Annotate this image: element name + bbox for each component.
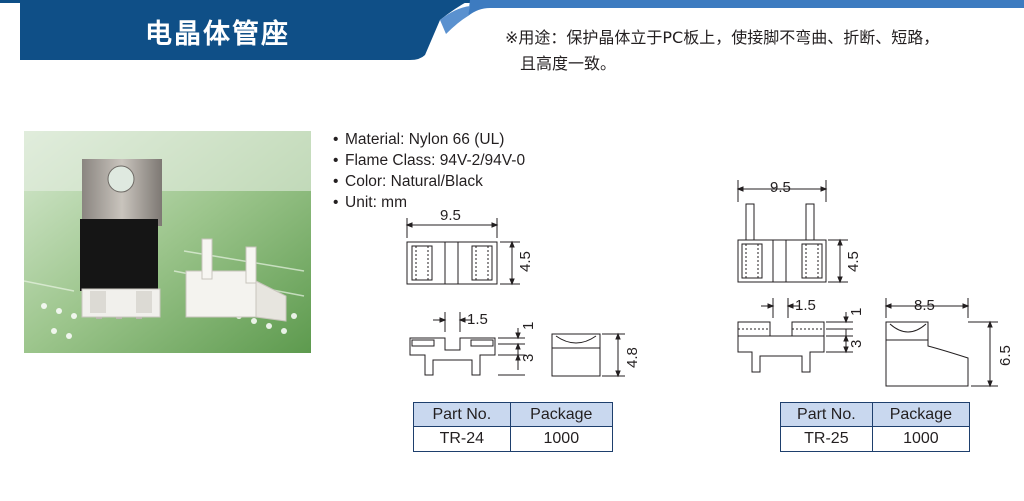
tr25-dim-side-width: 8.5 — [914, 297, 935, 314]
tr25-dim-top: 1 — [848, 308, 865, 316]
spec-list: •Material: Nylon 66 (UL) •Flame Class: 9… — [333, 129, 525, 213]
spec-flame-class: •Flame Class: 94V-2/94V-0 — [333, 152, 526, 169]
usage-description-cont: 且高度一致。 — [520, 54, 617, 73]
tr25-dim-side-height: 6.5 — [997, 345, 1014, 366]
header-banner — [0, 0, 1024, 60]
table-header-row: Part No. Package — [780, 402, 971, 427]
tr24-dim-height: 4.5 — [517, 251, 534, 272]
tr25-package-table: Part No. Package TR-25 1000 — [780, 402, 971, 452]
spec-color: •Color: Natural/Black — [333, 173, 483, 190]
tr24-dim-slot: 1.5 — [467, 311, 488, 328]
header-package: Package — [871, 402, 971, 427]
table-row: TR-25 1000 — [780, 426, 971, 452]
header-package: Package — [509, 402, 614, 427]
header-part-no: Part No. — [413, 402, 511, 427]
tr25-drawing: 9.5 4.5 1.5 1 3 8.5 6.5 — [736, 179, 1014, 388]
product-photo — [24, 131, 311, 353]
table-header-row: Part No. Package — [413, 402, 614, 427]
tr24-dim-width: 9.5 — [440, 207, 461, 224]
spec-material: •Material: Nylon 66 (UL) — [333, 131, 505, 148]
tr24-package-table: Part No. Package TR-24 1000 — [413, 402, 614, 452]
tr25-dim-body: 3 — [848, 340, 865, 348]
header-part-no: Part No. — [780, 402, 873, 427]
usage-description: ※用途：保护晶体立于PC板上，使接脚不弯曲、折断、短路， — [505, 28, 940, 47]
tr25-dim-width: 9.5 — [770, 179, 791, 196]
page-title: 电晶体管座 — [145, 19, 290, 50]
tr25-dim-slot: 1.5 — [795, 297, 816, 314]
cell-part-no: TR-24 — [413, 426, 511, 452]
table-row: TR-24 1000 — [413, 426, 614, 452]
tr24-drawing: 9.5 4.5 1.5 1 3 4.8 — [405, 207, 641, 378]
cell-package: 1000 — [871, 426, 971, 452]
tr24-dim-side-height: 4.8 — [624, 347, 641, 368]
cell-part-no: TR-25 — [780, 426, 873, 452]
tr24-dim-body: 3 — [520, 354, 537, 362]
cell-package: 1000 — [509, 426, 614, 452]
tr25-dim-height: 4.5 — [845, 251, 862, 272]
tr24-dim-top: 1 — [520, 322, 537, 330]
spec-unit: •Unit: mm — [333, 194, 407, 211]
